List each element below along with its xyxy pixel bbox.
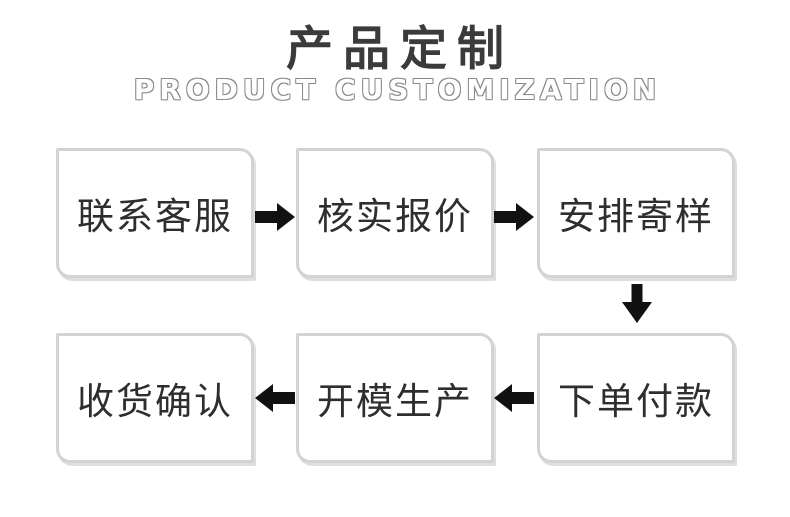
arrow-left-icon xyxy=(494,384,534,412)
step-label: 联系客服 xyxy=(77,197,233,238)
step-box-order-payment: 下单付款 xyxy=(537,333,735,463)
step-box-arrange-sample: 安排寄样 xyxy=(537,148,735,278)
step-label: 开模生产 xyxy=(317,382,473,423)
step-box-contact-service: 联系客服 xyxy=(56,148,254,278)
arrow-down-icon xyxy=(622,284,652,323)
step-label: 核实报价 xyxy=(317,197,473,238)
arrow-right-icon xyxy=(494,203,534,231)
step-label: 安排寄样 xyxy=(558,197,714,238)
step-box-receipt-confirm: 收货确认 xyxy=(56,333,254,463)
arrow-left-icon xyxy=(255,384,295,412)
step-box-mold-production: 开模生产 xyxy=(296,333,494,463)
step-label: 收货确认 xyxy=(77,382,233,423)
step-label: 下单付款 xyxy=(558,382,714,423)
page-subtitle: PRODUCT CUSTOMIZATION xyxy=(133,73,662,106)
step-box-verify-quote: 核实报价 xyxy=(296,148,494,278)
arrow-right-icon xyxy=(255,203,295,231)
page-title: 产品定制 xyxy=(286,24,514,76)
